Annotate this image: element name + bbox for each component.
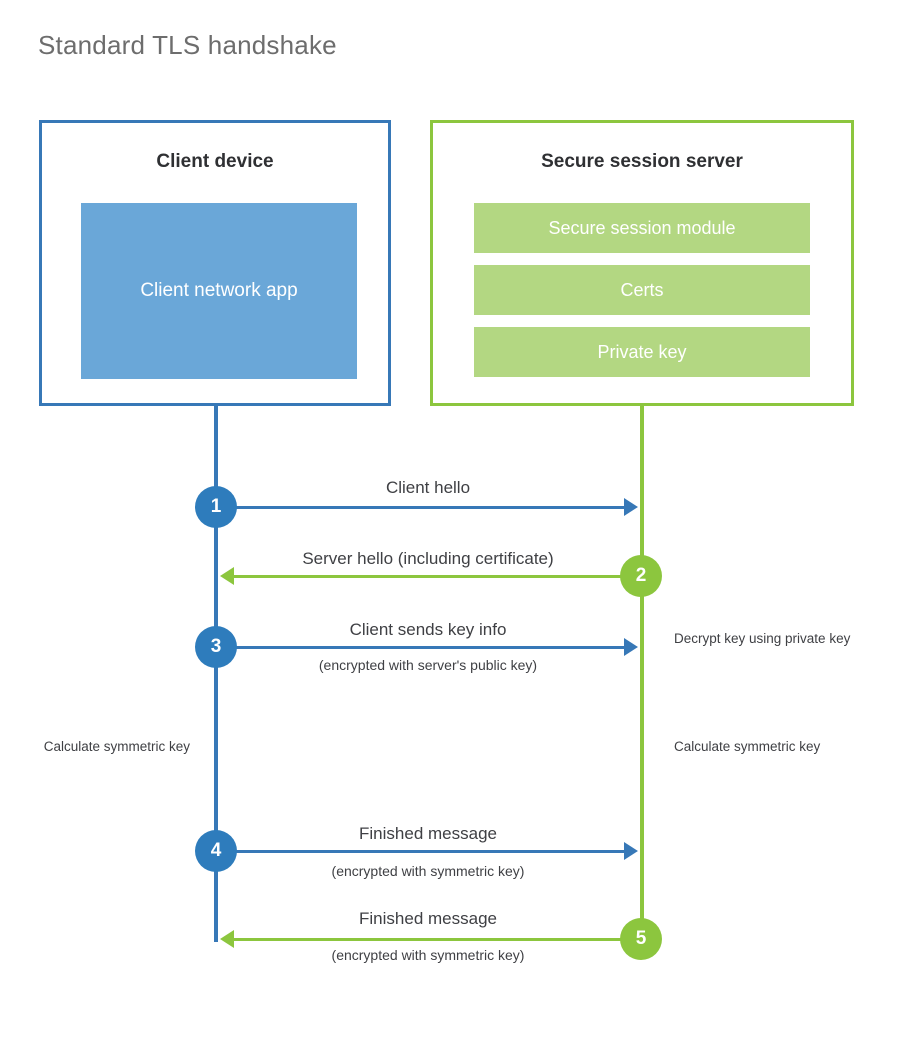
client-network-app-block: Client network app [81,203,357,379]
step-4-message-sublabel: (encrypted with symmetric key) [331,863,525,879]
step-1-arrow-head-icon [624,498,638,516]
client-device-box: Client device Client network app [39,120,391,406]
secure-session-server-box: Secure session server Secure session mod… [430,120,854,406]
annotation-decrypt-key: Decrypt key using private key [674,631,851,646]
step-4-badge: 4 [195,830,237,872]
annotation-client-calculate-symmetric-key: Calculate symmetric key [43,739,190,754]
client-device-title: Client device [156,151,274,172]
step-5-badge: 5 [620,918,662,960]
server-component-certs: Certs [474,265,810,315]
server-lifeline [640,403,644,940]
step-4-arrow-head-icon [624,842,638,860]
step-3-arrow-line [216,646,624,649]
step-3-arrow-head-icon [624,638,638,656]
page-title: Standard TLS handshake [38,30,337,60]
step-5-message-sublabel: (encrypted with symmetric key) [331,947,525,963]
step-2-arrow-head-icon [220,567,234,585]
step-5-message-label: Finished message [359,909,497,928]
annotation-server-calculate-symmetric-key: Calculate symmetric key [674,739,821,754]
client-lifeline [214,403,218,942]
step-3-message-label: Client sends key info [349,620,507,639]
step-3-message-sublabel: (encrypted with server's public key) [318,657,538,673]
step-1-badge: 1 [195,486,237,528]
step-2-badge: 2 [620,555,662,597]
step-1-arrow-line [216,506,624,509]
step-2-message-label: Server hello (including certificate) [302,549,554,568]
server-component-secure-session-module: Secure session module [474,203,810,253]
step-5-arrow-line [234,938,640,941]
step-3-badge: 3 [195,626,237,668]
step-1-message-label: Client hello [385,478,471,497]
secure-session-server-title: Secure session server [541,151,743,172]
server-component-private-key: Private key [474,327,810,377]
step-2-arrow-line [234,575,640,578]
step-5-arrow-head-icon [220,930,234,948]
step-4-arrow-line [216,850,624,853]
step-4-message-label: Finished message [359,824,497,843]
